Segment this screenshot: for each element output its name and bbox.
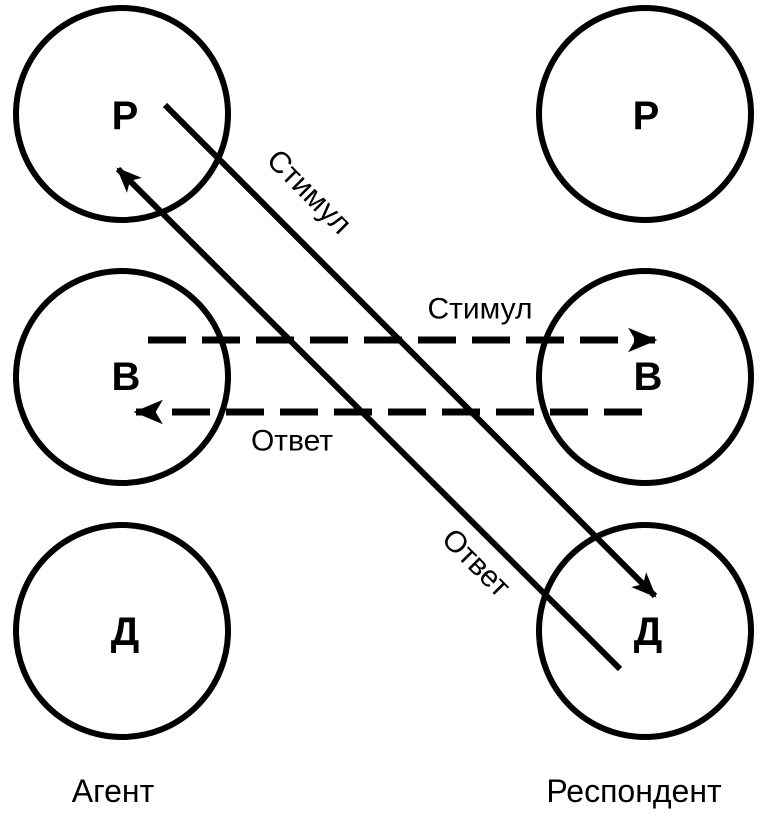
respondent-adult-letter: В	[634, 355, 663, 399]
respondent-parent-circle	[536, 5, 754, 223]
agent-label: Агент	[72, 773, 155, 809]
agent-parent-circle	[13, 5, 231, 223]
agent-adult-circle	[13, 268, 231, 486]
horizontal-response-label: Ответ	[251, 425, 333, 458]
respondent-child-letter: Д	[634, 610, 663, 654]
diagonal-response-arrow	[115, 166, 623, 672]
respondent-parent-letter: Р	[633, 94, 660, 138]
agent-child-letter: Д	[111, 610, 140, 654]
respondent-adult-circle	[536, 268, 754, 486]
horizontal-stimulus-label: Стимул	[428, 293, 533, 326]
respondent-label: Респондент	[546, 773, 722, 809]
agent-child-circle	[13, 522, 231, 740]
diagonal-response-label: Ответ	[435, 522, 517, 604]
diagonal-stimulus-arrow	[162, 102, 658, 599]
respondent-child-circle	[536, 522, 754, 740]
agent-adult-letter: В	[112, 355, 141, 399]
diagonal-stimulus-label: Стимул	[260, 143, 358, 241]
agent-parent-letter: Р	[112, 94, 139, 138]
